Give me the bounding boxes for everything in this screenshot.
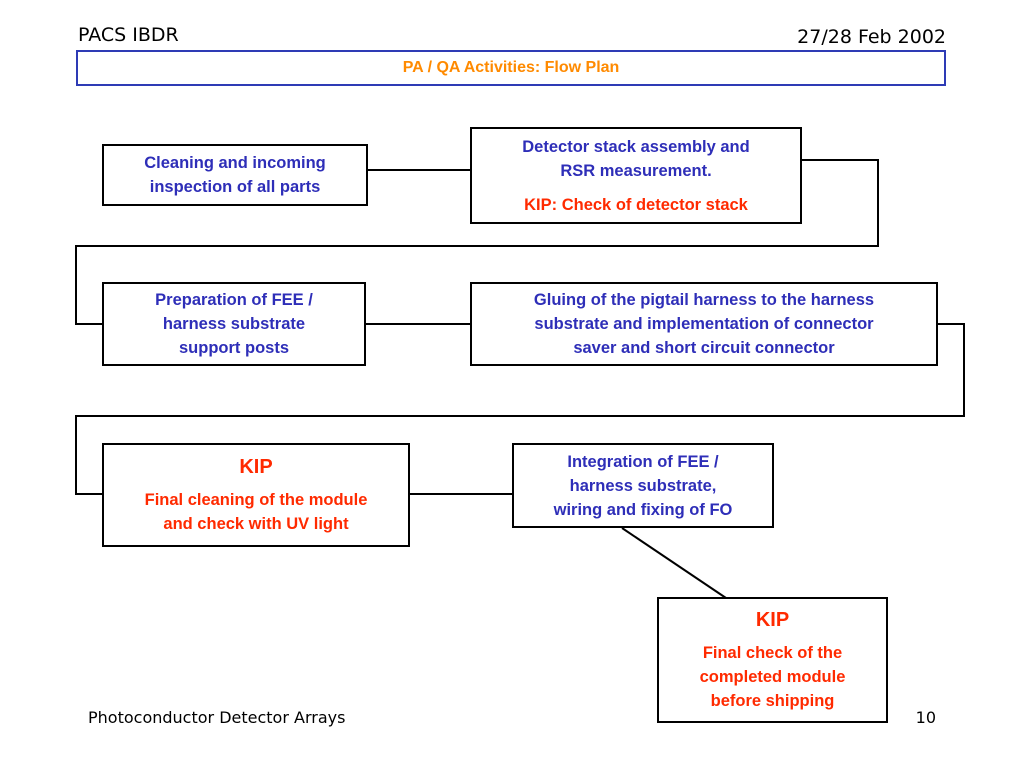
box-text: harness substrate,: [569, 476, 717, 495]
box-text: support posts: [179, 339, 289, 357]
box-text: harness substrate: [162, 315, 306, 333]
box-text: Gluing of the pigtail harness to the har…: [533, 291, 875, 309]
slide-title: PA / QA Activities: Flow Plan: [402, 59, 620, 76]
box-text: Detector stack assembly and: [522, 137, 750, 156]
page-number: 10: [915, 708, 936, 727]
header-date: 27/28 Feb 2002: [797, 26, 946, 48]
box-text: Integration of FEE /: [567, 452, 719, 471]
slide-title-box: PA / QA Activities: Flow Plan: [76, 50, 946, 86]
box-text: Cleaning and incoming: [144, 154, 326, 172]
box-text: before shipping: [710, 692, 835, 710]
box-text: Final check of the: [702, 644, 843, 662]
box-fee-preparation: Preparation of FEE / harness substrate s…: [102, 282, 366, 366]
box-final-check: KIP Final check of the completed module …: [657, 597, 888, 723]
box-detector-stack: Detector stack assembly and RSR measurem…: [470, 127, 802, 224]
box-text: inspection of all parts: [149, 178, 321, 196]
box-text: wiring and fixing of FO: [553, 500, 733, 519]
box-kip-text: KIP: Check of detector stack: [524, 195, 748, 214]
kip-heading: KIP: [239, 456, 273, 478]
kip-heading: KIP: [755, 609, 790, 631]
box-text: RSR measurement.: [560, 161, 712, 180]
box-cleaning-inspection: Cleaning and incoming inspection of all …: [102, 144, 368, 206]
box-pigtail-gluing: Gluing of the pigtail harness to the har…: [470, 282, 938, 366]
box-text: saver and short circuit connector: [573, 339, 835, 357]
connector-integration-finalcheck: [621, 527, 727, 599]
box-fee-integration: Integration of FEE / harness substrate, …: [512, 443, 774, 528]
header-left-title: PACS IBDR: [78, 24, 179, 46]
box-final-cleaning: KIP Final cleaning of the module and che…: [102, 443, 410, 547]
box-text: completed module: [699, 668, 846, 686]
box-text: substrate and implementation of connecto…: [534, 315, 874, 333]
box-text: and check with UV light: [163, 515, 349, 533]
connector-gluing-finalcleaning: [75, 323, 965, 495]
connector-detector-prep: [75, 159, 879, 325]
box-text: Preparation of FEE /: [155, 291, 313, 309]
footer-subject: Photoconductor Detector Arrays: [88, 708, 346, 727]
box-text: Final cleaning of the module: [144, 491, 368, 509]
